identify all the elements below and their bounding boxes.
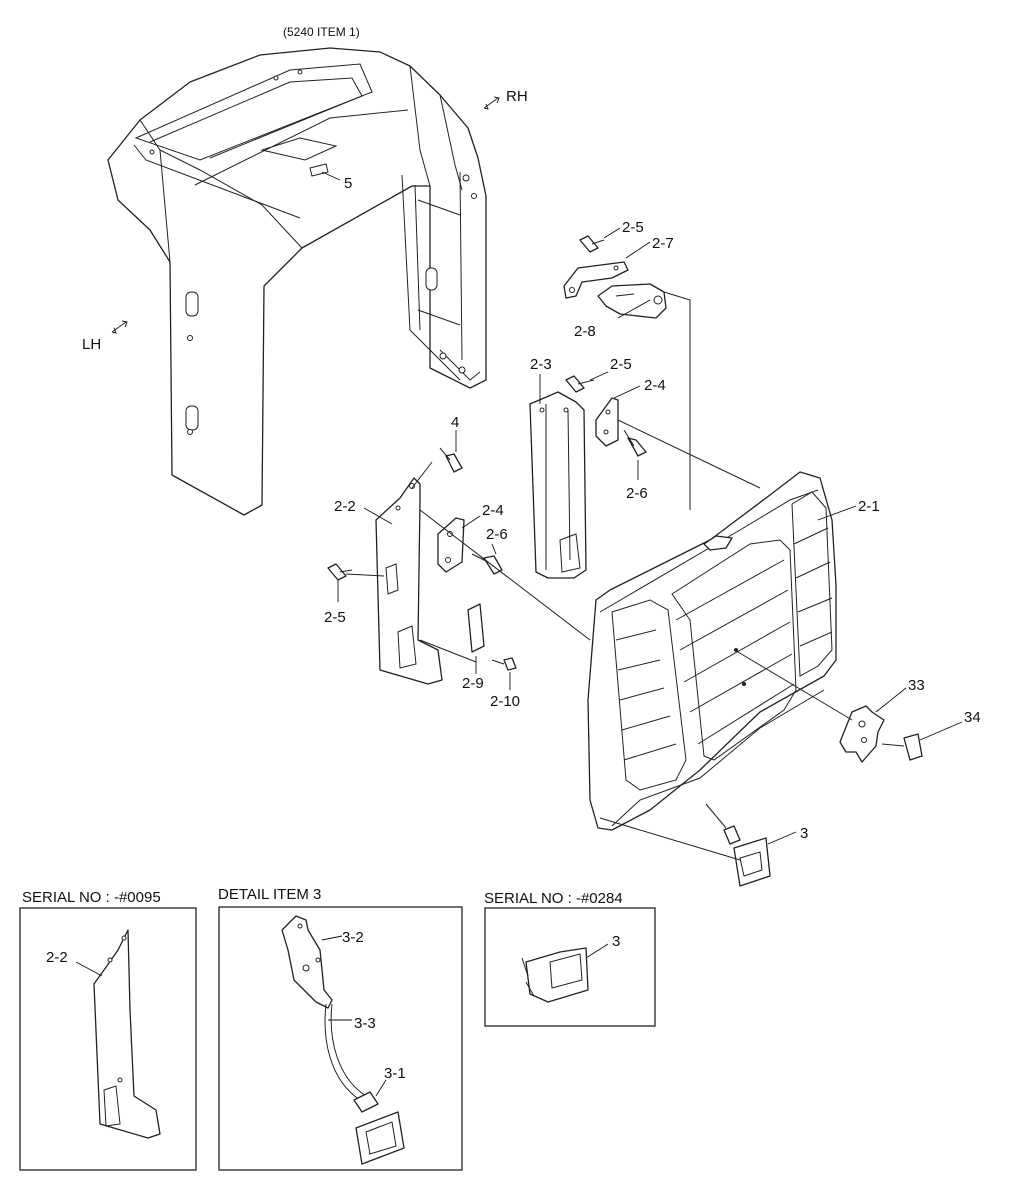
callout-5: 5 bbox=[344, 175, 352, 192]
bolt-2-10 bbox=[491, 657, 517, 671]
callout-3: 3 bbox=[800, 825, 808, 842]
top-reference-label: (5240 ITEM 1) bbox=[283, 25, 360, 39]
panel-serial-0284-callout: 3 bbox=[612, 933, 620, 950]
callout-2-7: 2-7 bbox=[652, 235, 674, 252]
panel-detail-callout-3-1: 3-1 bbox=[384, 1065, 406, 1082]
bracket-2-2 bbox=[375, 477, 443, 685]
bolt-2-6-upper bbox=[623, 429, 647, 457]
rh-label: RH bbox=[506, 88, 528, 105]
callout-2-6-lower: 2-6 bbox=[486, 526, 508, 543]
callout-2-3: 2-3 bbox=[530, 356, 552, 373]
callout-2-4-lower: 2-4 bbox=[482, 502, 504, 519]
panel-detail-item-3-title: DETAIL ITEM 3 bbox=[218, 886, 321, 903]
bolt-2-6-lower bbox=[471, 553, 503, 575]
bolt-2-5-mid bbox=[565, 375, 595, 393]
plate-2-4-upper bbox=[595, 397, 619, 447]
plate-2-9 bbox=[467, 603, 485, 653]
bolt-34 bbox=[881, 733, 923, 761]
callout-33: 33 bbox=[908, 677, 925, 694]
callout-2-5-top: 2-5 bbox=[622, 219, 644, 236]
callout-2-5-left: 2-5 bbox=[324, 609, 346, 626]
assembly-lines bbox=[345, 291, 853, 861]
bracket-2-7 bbox=[563, 261, 629, 299]
panel-detail-item-3: DETAIL ITEM 3 3-2 3-3 3-1 bbox=[218, 886, 463, 1171]
cab-hood bbox=[107, 47, 487, 516]
rh-arrow-icon bbox=[483, 96, 500, 110]
leader-lines bbox=[321, 171, 963, 845]
latch-3 bbox=[705, 803, 771, 887]
panel-detail-callout-3-2: 3-2 bbox=[342, 929, 364, 946]
bracket-2-8 bbox=[597, 283, 667, 319]
callout-2-8: 2-8 bbox=[574, 323, 596, 340]
callout-2-1: 2-1 bbox=[858, 498, 880, 515]
panel-serial-0284: SERIAL NO : -#0284 3 bbox=[484, 890, 656, 1027]
bolt-2-5-left bbox=[327, 563, 353, 581]
panel-serial-0095: SERIAL NO : -#0095 2-2 bbox=[19, 889, 197, 1171]
panel-serial-0095-title: SERIAL NO : -#0095 bbox=[22, 889, 161, 906]
callout-2-6-upper: 2-6 bbox=[626, 485, 648, 502]
panel-serial-0284-title: SERIAL NO : -#0284 bbox=[484, 890, 623, 907]
bracket-33 bbox=[839, 705, 885, 763]
bolt-4 bbox=[439, 447, 463, 473]
callout-2-9: 2-9 bbox=[462, 675, 484, 692]
bolt-2-5-top bbox=[579, 235, 605, 253]
plate-2-4-lower bbox=[437, 517, 465, 573]
callout-2-10: 2-10 bbox=[490, 693, 520, 710]
lh-arrow-icon bbox=[111, 320, 128, 334]
panel-detail-callout-3-3: 3-3 bbox=[354, 1015, 376, 1032]
callout-2-4-upper: 2-4 bbox=[644, 377, 666, 394]
callout-2-2: 2-2 bbox=[334, 498, 356, 515]
bracket-2-3 bbox=[529, 391, 587, 579]
panel-serial-0095-callout: 2-2 bbox=[46, 949, 68, 966]
callout-34: 34 bbox=[964, 709, 981, 726]
front-grille bbox=[587, 471, 837, 831]
callout-4: 4 bbox=[451, 414, 459, 431]
lh-label: LH bbox=[82, 336, 101, 353]
callout-2-5-mid: 2-5 bbox=[610, 356, 632, 373]
